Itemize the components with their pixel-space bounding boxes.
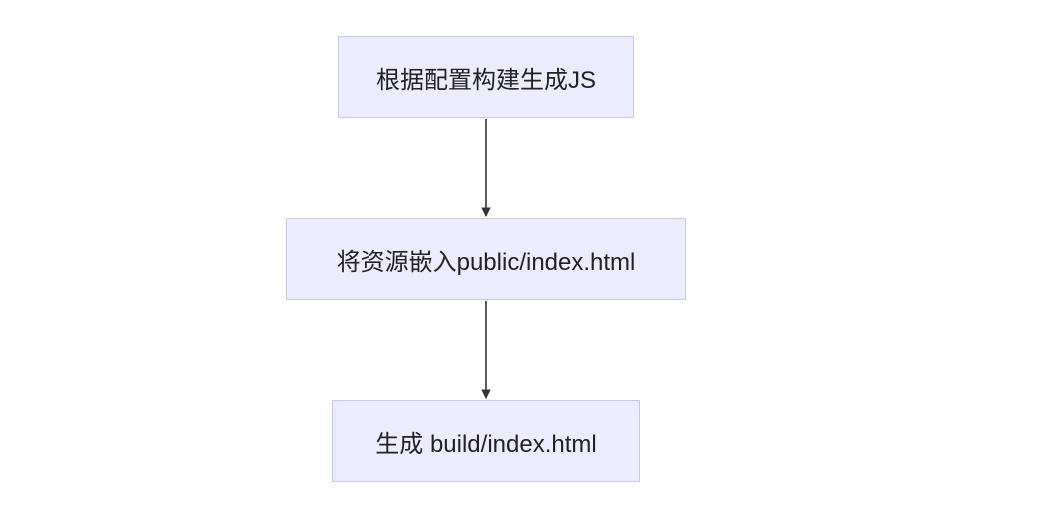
node-label: 将资源嵌入public/index.html bbox=[336, 248, 636, 276]
node-generate-build-index: 生成 build/index.html bbox=[332, 400, 640, 482]
node-label: 根据配置构建生成JS bbox=[375, 66, 596, 94]
node-embed-public-index: 将资源嵌入public/index.html bbox=[286, 218, 686, 300]
node-label: 生成 build/index.html bbox=[375, 430, 597, 458]
node-build-js: 根据配置构建生成JS bbox=[338, 36, 634, 118]
